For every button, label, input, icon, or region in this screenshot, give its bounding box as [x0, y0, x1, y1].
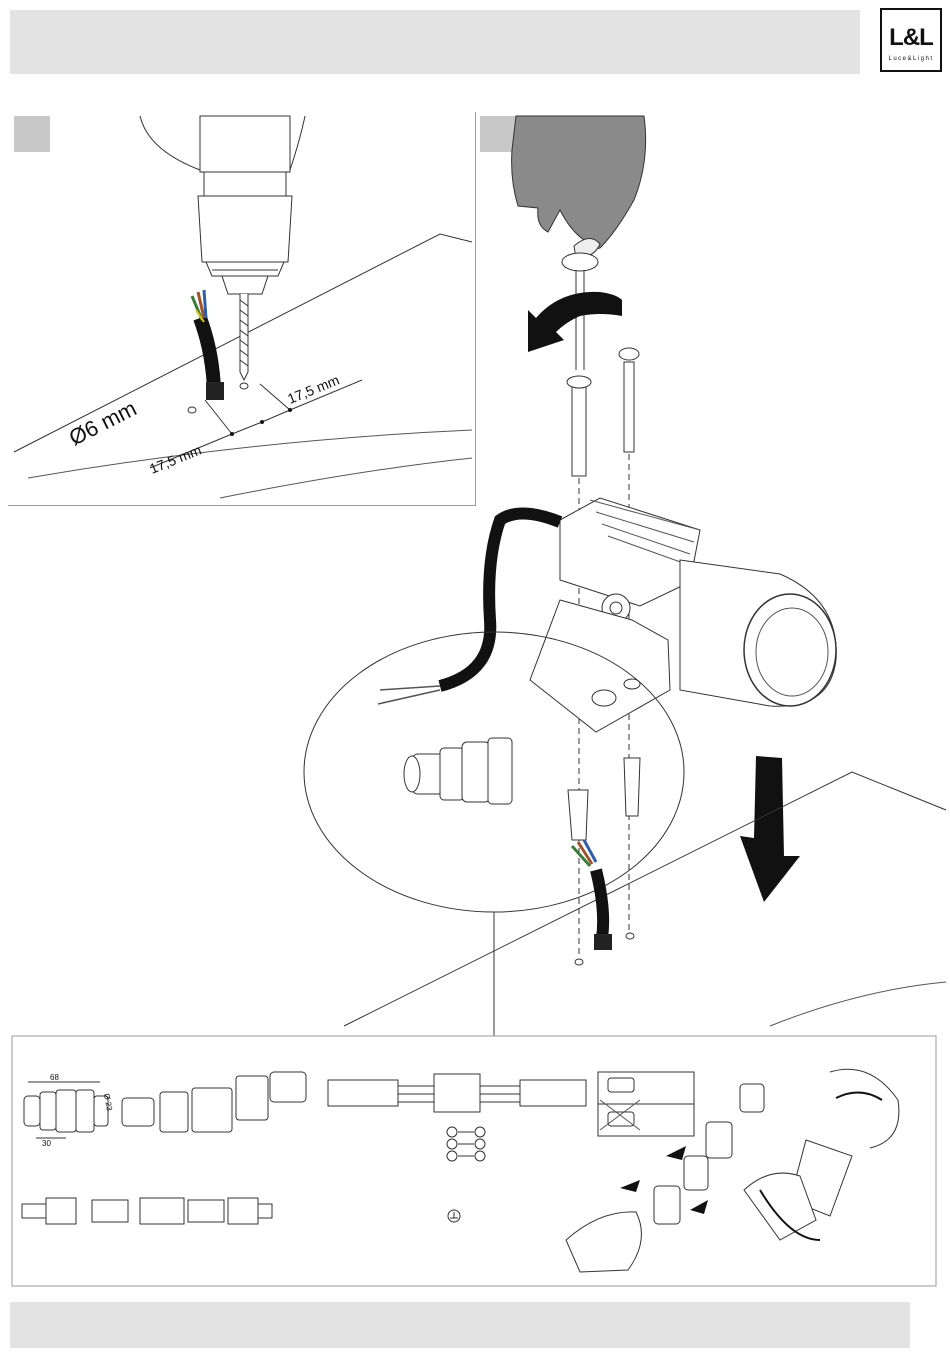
spacing-label-left: 17,5 mm — [147, 442, 203, 477]
cable-step1 — [200, 318, 214, 388]
diameter-label: Ø6 mm — [65, 395, 141, 450]
spacing-label-right: 17,5 mm — [285, 372, 341, 407]
footer-bar — [10, 1302, 910, 1348]
connector-short-length-label: 30 — [42, 1139, 51, 1148]
cable-gland-step1 — [206, 382, 224, 400]
gloved-hand — [512, 116, 646, 249]
exploded-connector — [122, 1072, 306, 1132]
connector-in-circle — [404, 738, 512, 804]
connector-length-label: 68 — [50, 1073, 59, 1082]
wiring-diagram — [328, 1074, 586, 1222]
assembly-drawing — [22, 1198, 272, 1224]
down-arrow — [740, 756, 800, 902]
mounting-steps — [566, 1069, 899, 1272]
rotation-arrow — [528, 292, 622, 352]
connector-dimensions-drawing — [24, 1082, 108, 1138]
